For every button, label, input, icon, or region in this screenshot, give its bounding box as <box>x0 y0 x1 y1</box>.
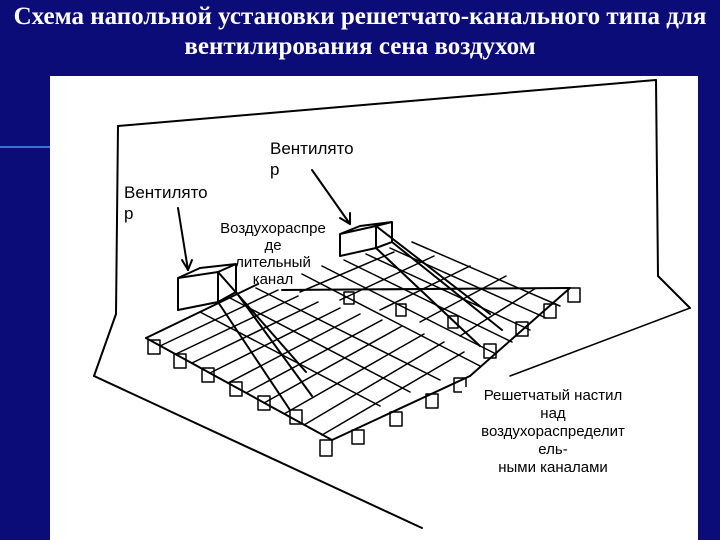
diagram-drawing <box>93 79 691 529</box>
arrow-fan-top <box>311 169 351 225</box>
label-fan-top: Вентилято р <box>270 139 354 179</box>
floor-edge-left <box>93 313 117 377</box>
grate-front-left <box>145 337 333 441</box>
floor-right-edge <box>657 275 691 309</box>
label-air-channel: Воздухораспре де лительный канал <box>220 220 326 288</box>
back-wall <box>117 79 657 127</box>
accent-line <box>0 146 60 148</box>
grate-right-front <box>281 287 571 291</box>
arrow-fan-left <box>177 207 189 271</box>
label-grate: Решетчатый настил над воздухораспределит… <box>462 387 644 477</box>
grate-back-left <box>145 283 259 339</box>
right-wall-edge <box>655 79 659 277</box>
grate-lines-main <box>159 287 465 436</box>
support-blocks <box>147 287 581 457</box>
diagram-figure: Вентилято р Вентилято р Воздухораспре де… <box>50 76 698 540</box>
slide-title: Схема напольной установки решетчато-кана… <box>13 3 707 60</box>
air-channel-left <box>217 271 313 411</box>
air-channel-right <box>375 225 503 347</box>
floor-edge-right <box>509 307 691 377</box>
floor-front-edge <box>93 375 423 529</box>
left-wall-edge <box>115 125 119 315</box>
label-fan-left: Вентилято р <box>124 183 208 223</box>
grate-right-edge <box>469 287 571 377</box>
